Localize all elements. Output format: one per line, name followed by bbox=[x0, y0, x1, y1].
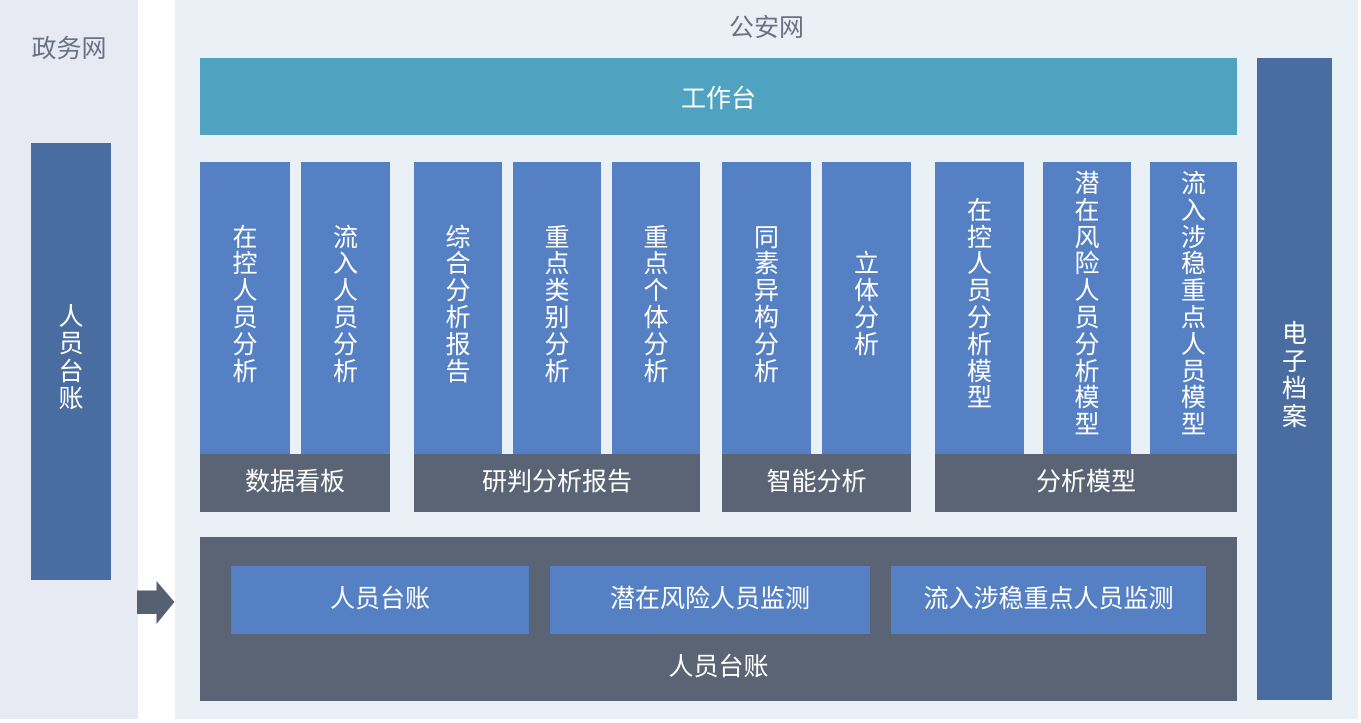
group-label-data-dashboard: 数据看板 bbox=[200, 454, 390, 512]
personnel-ledger-panel: 人员台账 潜在风险人员监测 流入涉稳重点人员监测 人员台账 bbox=[200, 537, 1237, 701]
bar-label: 流入人员分析 bbox=[333, 223, 359, 386]
flow-arrow-icon bbox=[137, 581, 175, 624]
personnel-ledger-panel-label: 人员台账 bbox=[668, 653, 769, 681]
bar-label: 重点个体分析 bbox=[643, 223, 669, 386]
bar-label: 潜在风险人员分析模型 bbox=[1074, 170, 1100, 440]
bar-inflow-personnel-analysis[interactable]: 流入人员分析 bbox=[301, 162, 390, 454]
electronic-archive-label: 电子档案 bbox=[1282, 320, 1308, 431]
button-personnel-ledger[interactable]: 人员台账 bbox=[231, 566, 529, 634]
bar-label: 同素异构分析 bbox=[754, 223, 780, 386]
electronic-archive-bar[interactable]: 电子档案 bbox=[1257, 58, 1332, 700]
bar-isomer-analysis[interactable]: 同素异构分析 bbox=[722, 162, 811, 454]
bar-controlled-personnel-analysis-model[interactable]: 在控人员分析模型 bbox=[935, 162, 1024, 454]
bar-label: 立体分析 bbox=[854, 250, 880, 359]
bar-inflow-stability-key-personnel-model[interactable]: 流入涉稳重点人员模型 bbox=[1150, 162, 1237, 454]
gov-network-title: 政务网 bbox=[31, 35, 107, 63]
bar-label: 在控人员分析 bbox=[232, 223, 258, 386]
button-label: 潜在风险人员监测 bbox=[609, 585, 810, 613]
group-label-text: 分析模型 bbox=[1035, 468, 1136, 496]
group-label-analysis-report: 研判分析报告 bbox=[414, 454, 700, 512]
button-label: 流入涉稳重点人员监测 bbox=[923, 585, 1174, 613]
police-network-zone: 公安网 工作台 在控人员分析 流入人员分析 数据看板 综合分析报告 重点类别分析… bbox=[175, 0, 1358, 719]
bar-comprehensive-analysis-report[interactable]: 综合分析报告 bbox=[414, 162, 502, 454]
bar-key-category-analysis[interactable]: 重点类别分析 bbox=[513, 162, 601, 454]
bar-stereo-analysis[interactable]: 立体分析 bbox=[822, 162, 911, 454]
workbench-label: 工作台 bbox=[680, 84, 756, 113]
bar-potential-risk-personnel-analysis-model[interactable]: 潜在风险人员分析模型 bbox=[1043, 162, 1131, 454]
group-label-text: 智能分析 bbox=[766, 468, 867, 496]
workbench-bar[interactable]: 工作台 bbox=[200, 58, 1237, 135]
button-inflow-stability-key-personnel-monitoring[interactable]: 流入涉稳重点人员监测 bbox=[891, 566, 1206, 634]
gov-personnel-ledger-bar[interactable]: 人员台账 bbox=[31, 143, 111, 580]
gov-network-zone: 政务网 人员台账 bbox=[0, 0, 138, 719]
group-label-text: 数据看板 bbox=[244, 468, 345, 496]
button-label: 人员台账 bbox=[329, 585, 430, 613]
group-label-intelligent-analysis: 智能分析 bbox=[722, 454, 911, 512]
bar-label: 在控人员分析模型 bbox=[967, 196, 993, 413]
gov-personnel-ledger-label: 人员台账 bbox=[58, 302, 84, 413]
button-potential-risk-personnel-monitoring[interactable]: 潜在风险人员监测 bbox=[550, 566, 870, 634]
bar-label: 重点类别分析 bbox=[544, 223, 570, 386]
bar-label: 综合分析报告 bbox=[445, 223, 471, 386]
group-label-analysis-model: 分析模型 bbox=[935, 454, 1237, 512]
group-label-text: 研判分析报告 bbox=[481, 468, 632, 496]
bar-label: 流入涉稳重点人员模型 bbox=[1181, 170, 1207, 440]
police-network-title: 公安网 bbox=[728, 14, 804, 42]
bar-controlled-personnel-analysis[interactable]: 在控人员分析 bbox=[200, 162, 290, 454]
bar-key-individual-analysis[interactable]: 重点个体分析 bbox=[612, 162, 700, 454]
